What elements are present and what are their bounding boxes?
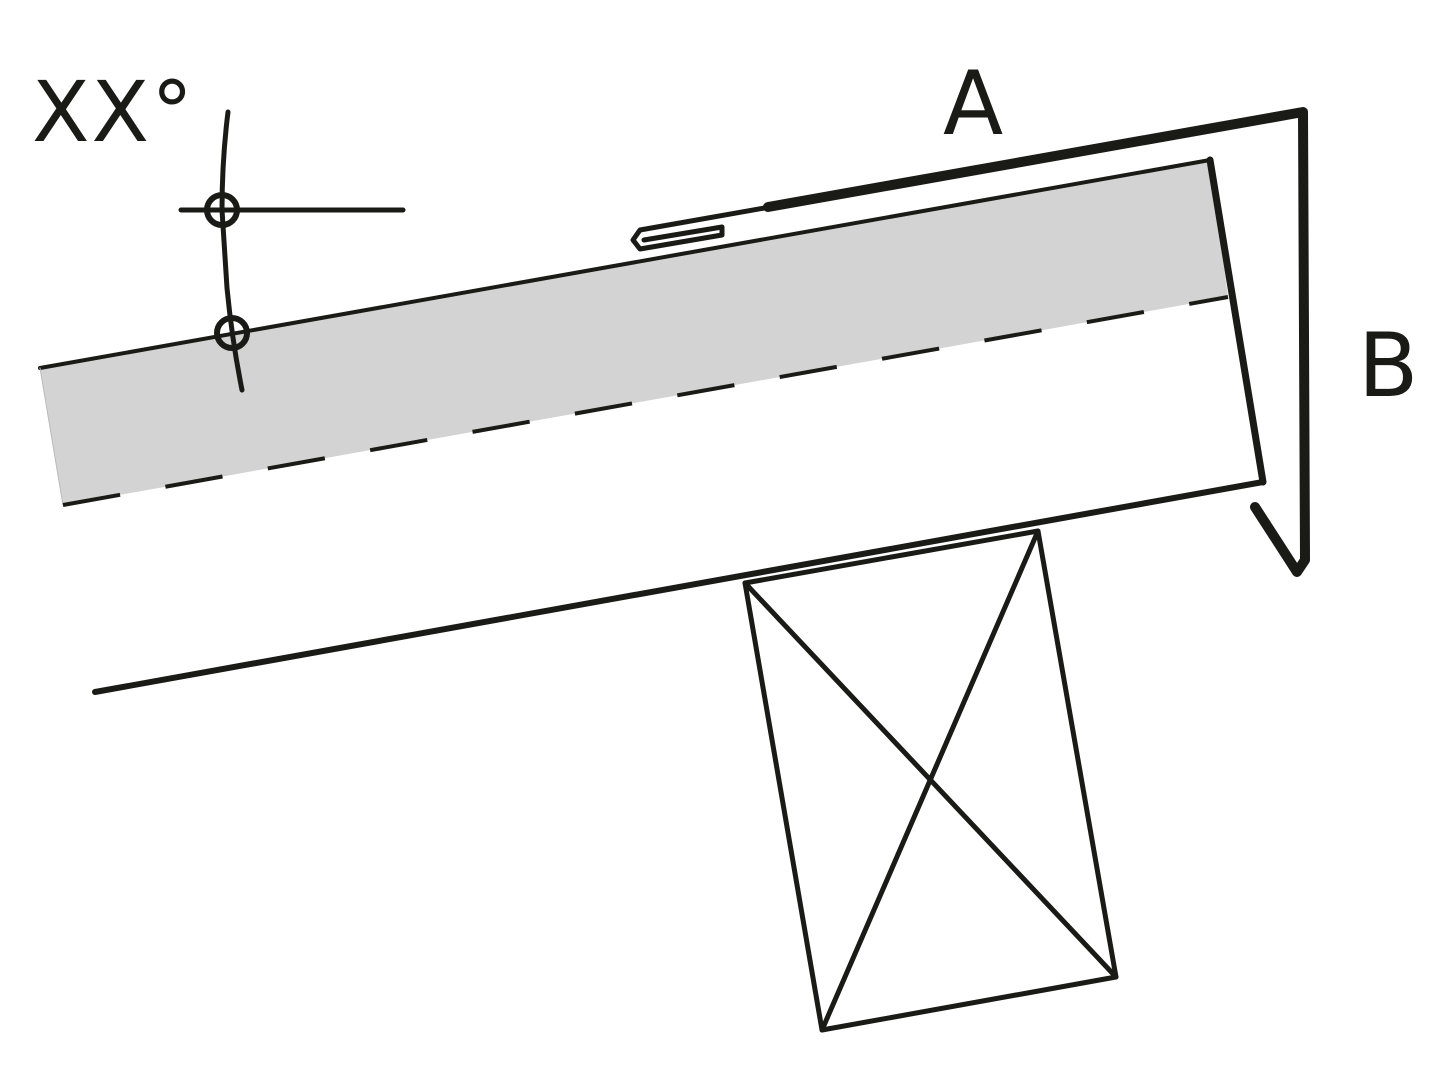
fascia-bottom-line [92, 479, 1266, 695]
board-left-edge [39, 367, 64, 506]
hidden-line-dashed [62, 295, 1229, 507]
label-b: B [1358, 314, 1419, 417]
rafter-diagonal-2 [819, 528, 1041, 1033]
angle-marker-circle-top [204, 192, 240, 228]
angle-label: XX° [32, 63, 196, 161]
board-top-edge [38, 158, 1212, 370]
label-a: A [943, 52, 1004, 155]
fascia-edge [1206, 156, 1267, 486]
flashing-profile [763, 107, 1310, 577]
angle-reference-line [219, 109, 245, 393]
angle-marker-circle-bottom [214, 315, 250, 351]
board-shaded-area [40, 160, 1228, 505]
flashing-clip [630, 204, 773, 252]
